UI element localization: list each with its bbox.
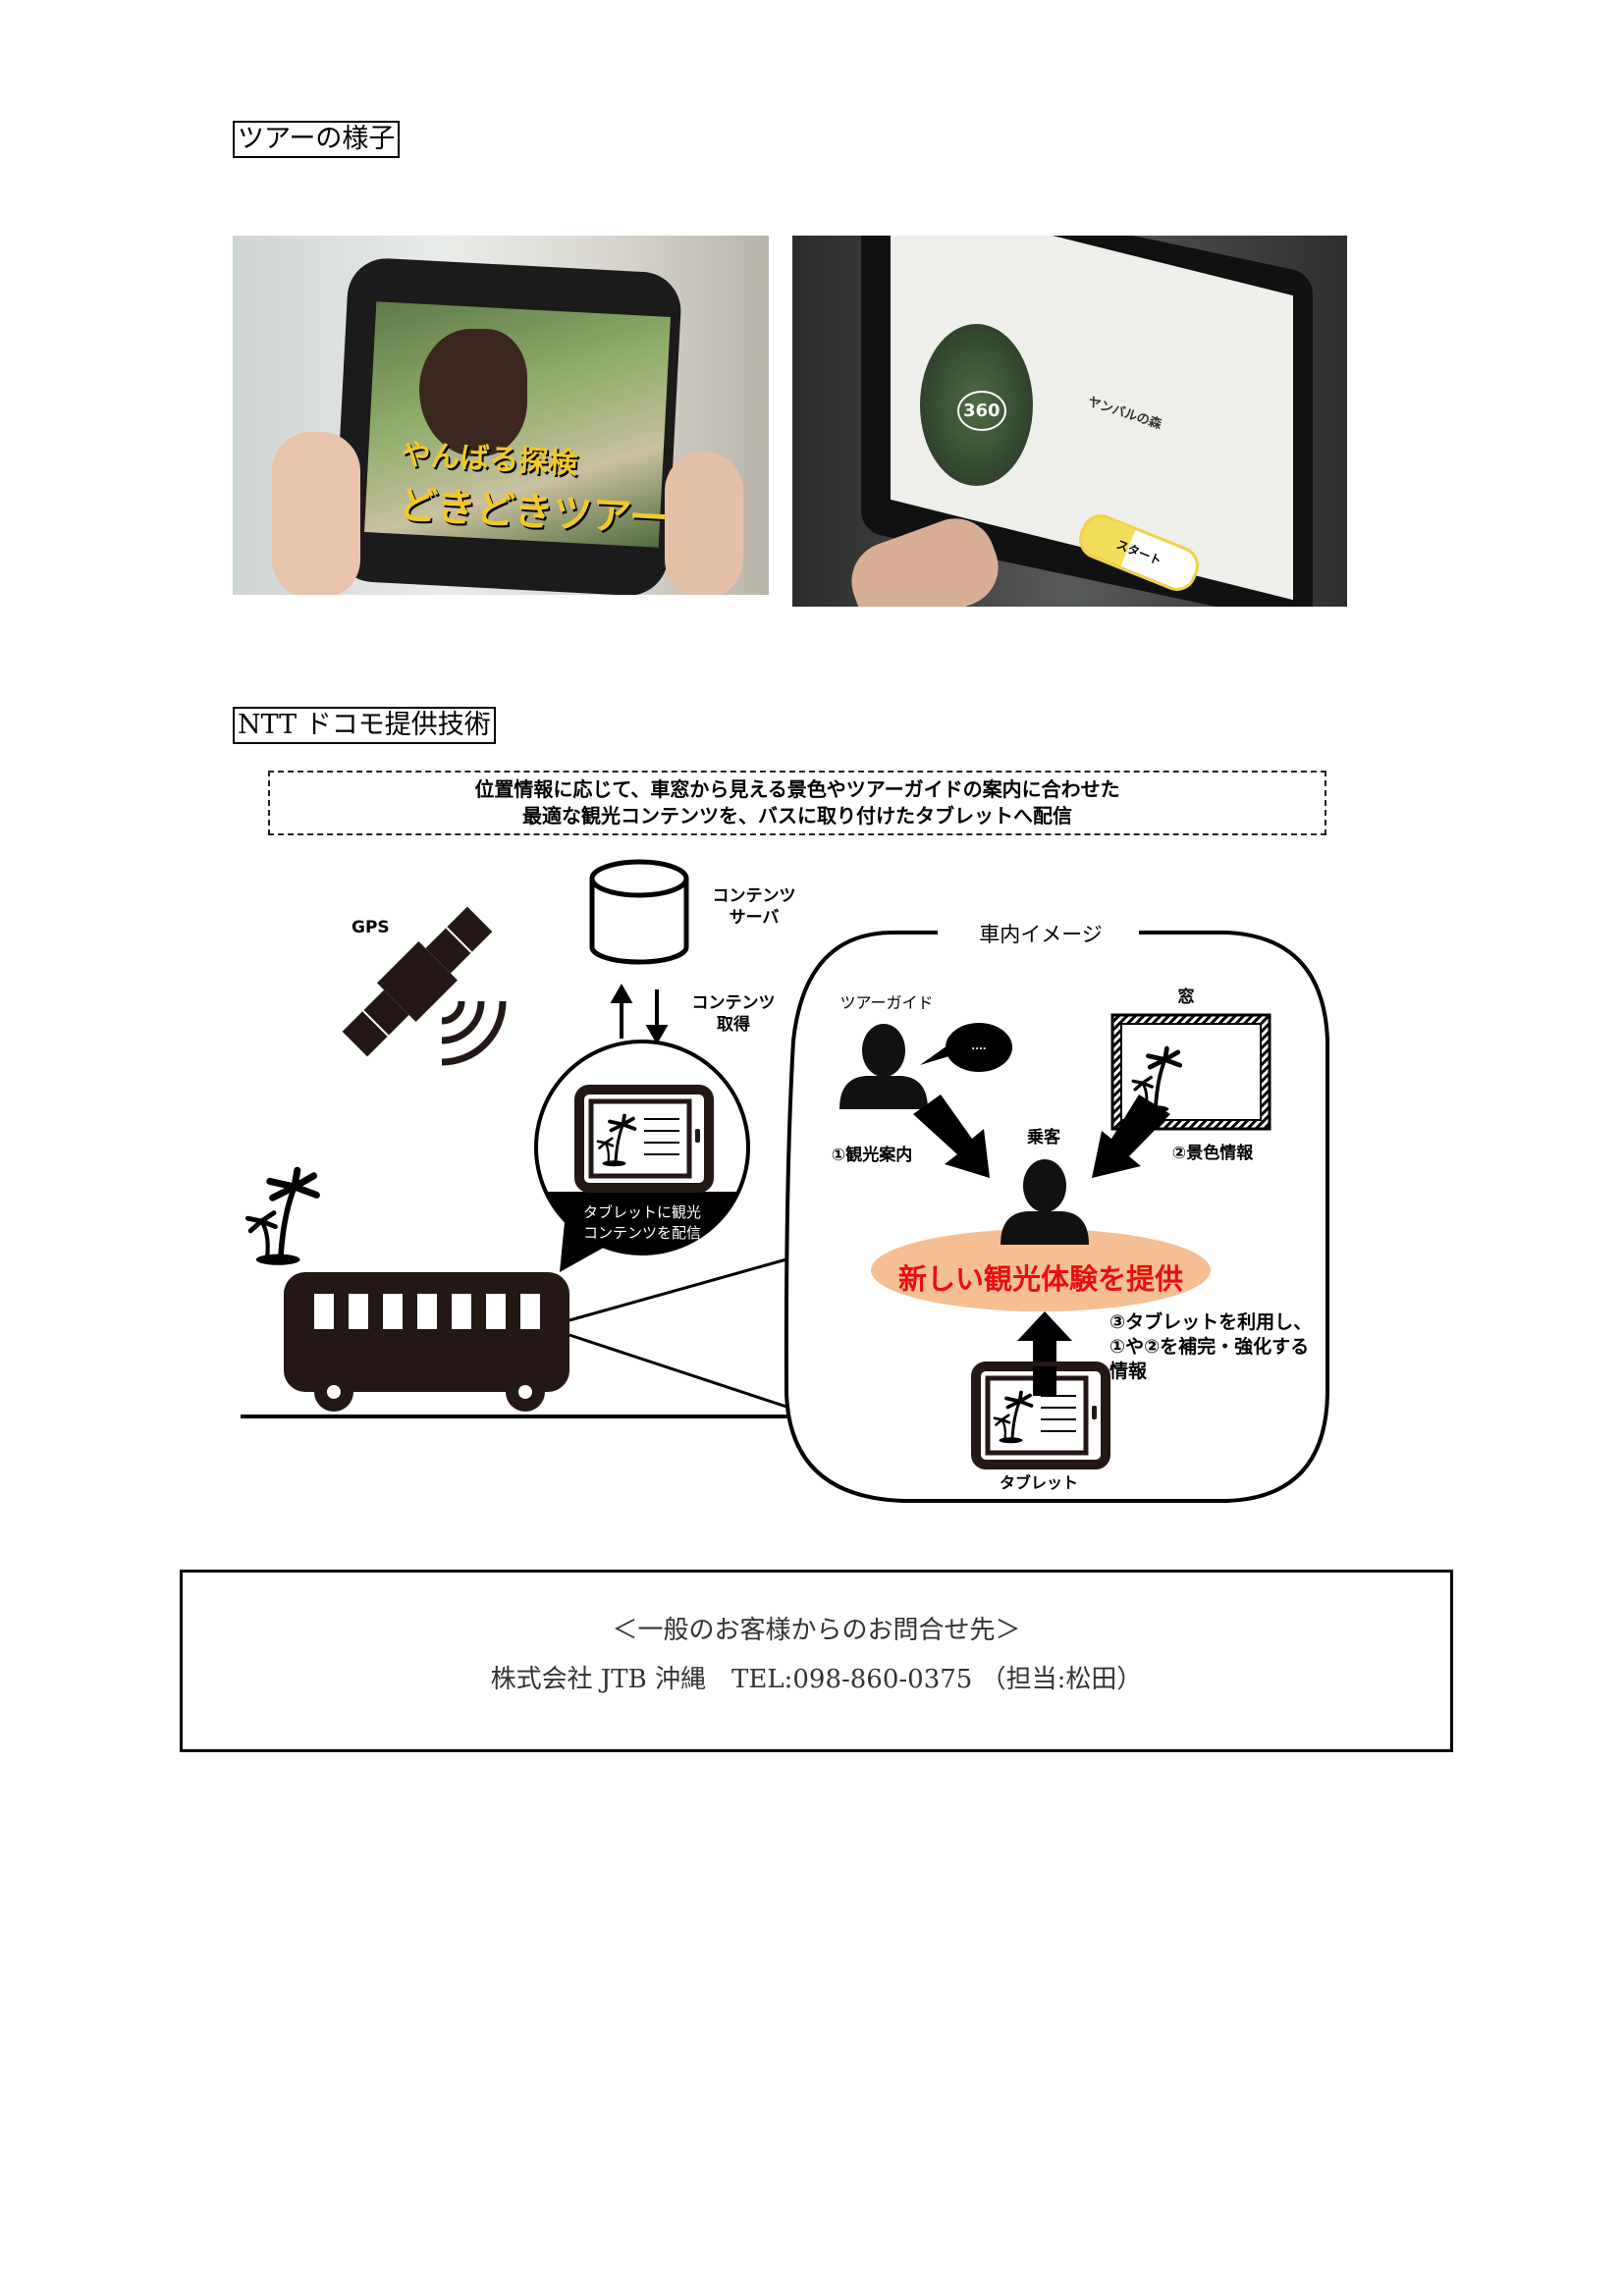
tablet-label: タブレット <box>1000 1473 1078 1492</box>
speech-text: .... <box>971 1041 986 1052</box>
up-down-arrows-icon <box>610 983 669 1045</box>
server-icon <box>589 859 689 965</box>
fetch-label-2: 取得 <box>717 1014 750 1035</box>
arrow-guide-to-passenger <box>913 1095 990 1178</box>
guide-person-icon <box>839 1024 928 1109</box>
badge-360: 360 <box>957 391 1006 431</box>
bus-icon <box>284 1272 569 1412</box>
signal-waves-icon <box>441 1000 507 1066</box>
speech-bubble-icon <box>920 1023 1012 1072</box>
section-heading-docomo: NTT ドコモ提供技術 <box>233 707 496 744</box>
server-label-2: サーバ <box>730 908 780 928</box>
summary-box: 位置情報に応じて、車窓から見える景色やツアーガイドの案内に合わせた 最適な観光コ… <box>268 771 1326 835</box>
photo-tablet-handheld: やんばる探検どきどきツアー <box>233 236 769 595</box>
fetch-label-1: コンテンツ <box>692 993 776 1013</box>
highlight-ellipse <box>871 1229 1211 1311</box>
step1-label: ①観光案内 <box>832 1145 912 1165</box>
photo-tablet-seatback: 360 ヤンバルの森 スタート <box>792 236 1347 607</box>
section-heading-tour: ツアーの様子 <box>233 121 401 158</box>
summary-line-2: 最適な観光コンテンツを、バスに取り付けたタブレットへ配信 <box>522 804 1072 828</box>
window-label: 窓 <box>1178 987 1195 1007</box>
highlight-text: 新しい観光体験を提供 <box>898 1262 1183 1296</box>
panel-title: 車内イメージ <box>979 923 1103 946</box>
arrow-tablet-to-passenger <box>1017 1311 1072 1392</box>
arrow-window-to-passenger <box>1092 1095 1170 1178</box>
palm-tree-icon <box>247 1170 316 1265</box>
in-vehicle-panel <box>784 931 1329 1503</box>
contact-line: 株式会社 JTB 沖縄 TEL:098-860-0375 （担当:松田） <box>490 1665 1143 1694</box>
passenger-person-icon <box>1001 1159 1089 1245</box>
bubble-text-2: コンテンツを配信 <box>583 1224 701 1242</box>
window-icon <box>1110 1013 1271 1131</box>
step3-line-1: ③タブレットを利用し、 <box>1109 1310 1312 1333</box>
step3-line-3: 情報 <box>1109 1360 1148 1382</box>
summary-line-1: 位置情報に応じて、車窓から見える景色やツアーガイドの案内に合わせた <box>474 777 1120 801</box>
passenger-label: 乗客 <box>1026 1127 1061 1148</box>
server-label-1: コンテンツ <box>713 886 796 906</box>
satellite-icon <box>342 906 493 1057</box>
bubble-text-1: タブレットに観光 <box>583 1203 701 1221</box>
delivery-bubble <box>534 1040 750 1272</box>
step2-label: ②景色情報 <box>1172 1143 1254 1163</box>
contact-title: ＜一般のお客様からのお問合せ先＞ <box>612 1616 1021 1645</box>
contact-box: ＜一般のお客様からのお問合せ先＞ 株式会社 JTB 沖縄 TEL:098-860… <box>180 1570 1453 1752</box>
gps-label: GPS <box>352 918 390 937</box>
step3-line-2: ①や②を補完・強化する <box>1109 1335 1309 1358</box>
guide-label: ツアーガイド <box>839 993 933 1012</box>
